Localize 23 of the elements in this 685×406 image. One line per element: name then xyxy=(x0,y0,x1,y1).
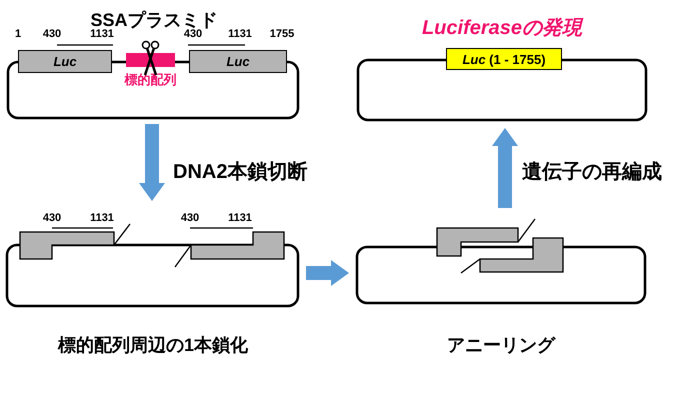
position-number: 1131 xyxy=(90,28,114,40)
plasmid-caption: SSAプラスミド xyxy=(89,9,218,30)
position-number: 430 xyxy=(180,212,200,224)
block-arrow xyxy=(492,128,518,208)
position-number: 1755 xyxy=(270,28,294,40)
plasmid-caption: アニーリング xyxy=(446,334,557,357)
gene-box: Luc xyxy=(189,50,287,73)
block-arrow xyxy=(306,260,349,286)
gene-box: Luc (1 - 1755) xyxy=(446,48,562,70)
edge-label: DNA2本鎖切断 xyxy=(173,160,308,185)
position-number: 1131 xyxy=(90,212,114,224)
position-number: 430 xyxy=(42,28,62,40)
position-number: 430 xyxy=(42,212,62,224)
edge-label: 遺伝子の再編成 xyxy=(522,160,662,185)
target-sequence-label: 標的配列 xyxy=(124,71,176,89)
position-number: 1131 xyxy=(228,28,252,40)
plasmid-caption: 標的配列周辺の1本鎖化 xyxy=(56,334,249,357)
plasmid-caption: Luciferaseの発現 xyxy=(420,16,584,41)
position-number: 1131 xyxy=(228,212,252,224)
position-number: 430 xyxy=(184,28,202,40)
gene-box: Luc xyxy=(18,50,112,73)
position-number: 1 xyxy=(14,28,22,40)
block-arrow xyxy=(139,124,165,201)
